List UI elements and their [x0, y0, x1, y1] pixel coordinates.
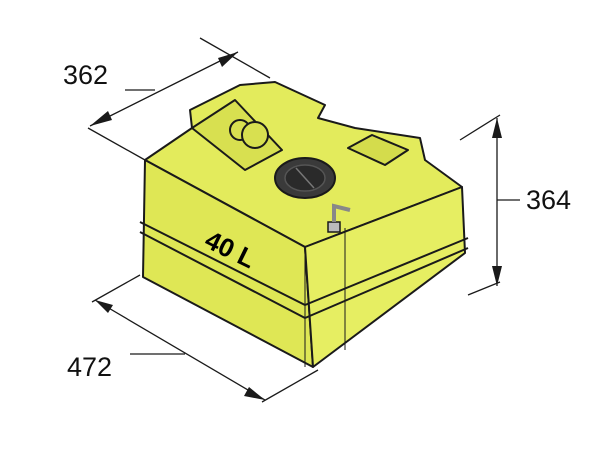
dimension-lines — [87, 37, 520, 403]
depth-dimension-line — [89, 51, 239, 127]
filler-cap — [274, 157, 336, 199]
tank-body — [139, 81, 469, 368]
length-dimension-label: 472 — [67, 352, 113, 382]
length-dimension-line — [94, 299, 266, 401]
depth-dimension-label: 362 — [63, 60, 109, 90]
vent-fitting — [327, 203, 351, 233]
height-dimension-label: 364 — [526, 185, 572, 215]
arrowheads — [90, 52, 502, 400]
